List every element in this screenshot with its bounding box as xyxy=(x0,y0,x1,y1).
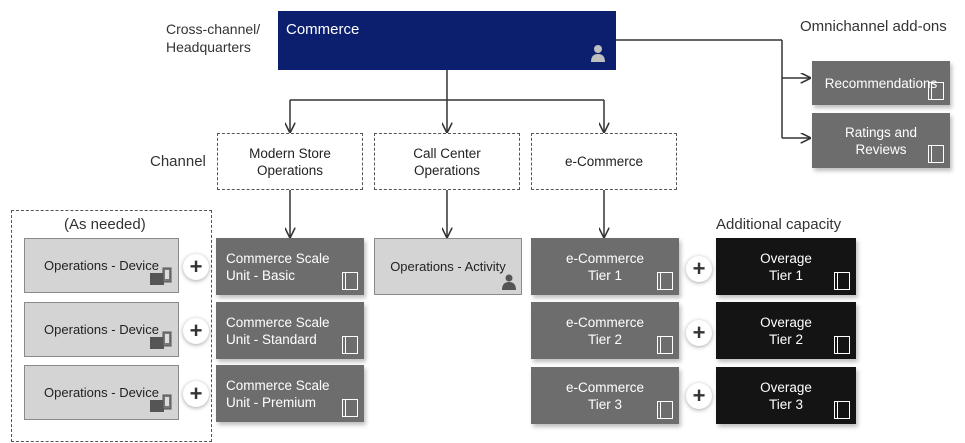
operations-device-2: Operations - Device xyxy=(24,302,179,357)
device-icon xyxy=(150,394,172,412)
book-icon xyxy=(342,272,358,290)
channel-label: Channel xyxy=(150,153,206,170)
person-icon xyxy=(502,274,516,290)
ecommerce-tier-1: e-Commerce Tier 1 xyxy=(531,238,679,295)
scale-unit-premium: Commerce Scale Unit - Premium xyxy=(216,365,364,422)
overage-tier-1: Overage Tier 1 xyxy=(716,238,856,295)
addon-label: Ratings and Reviews xyxy=(844,124,918,157)
person-icon xyxy=(591,45,605,62)
operations-device-3: Operations - Device xyxy=(24,365,179,420)
book-icon xyxy=(657,336,673,354)
channel-ecommerce: e-Commerce xyxy=(531,133,677,190)
addon-ratings-reviews: Ratings and Reviews xyxy=(812,113,950,168)
scale-unit-label: Commerce Scale Unit - Standard xyxy=(226,314,330,347)
overage-tier-3: Overage Tier 3 xyxy=(716,367,856,424)
scale-unit-basic: Commerce Scale Unit - Basic xyxy=(216,238,364,295)
commerce-box: Commerce xyxy=(278,11,616,70)
tier-label: e-Commerce Tier 2 xyxy=(565,314,644,347)
plus-icon: + xyxy=(686,256,712,282)
ecommerce-tier-3: e-Commerce Tier 3 xyxy=(531,367,679,424)
channel-modern-store: Modern Store Operations xyxy=(217,133,363,190)
overage-label: Overage Tier 1 xyxy=(760,250,812,283)
scale-unit-standard: Commerce Scale Unit - Standard xyxy=(216,302,364,359)
operations-activity: Operations - Activity xyxy=(374,238,522,295)
device-label: Operations - Device xyxy=(44,322,159,337)
tier-label: e-Commerce Tier 3 xyxy=(565,379,644,412)
book-icon xyxy=(342,336,358,354)
book-icon xyxy=(342,399,358,417)
overage-label: Overage Tier 2 xyxy=(760,314,812,347)
device-label: Operations - Device xyxy=(44,385,159,400)
scale-unit-label: Commerce Scale Unit - Premium xyxy=(226,377,330,410)
device-icon xyxy=(150,267,172,285)
addon-recommendations: Recommendations xyxy=(812,61,950,105)
channel-label: Call Center Operations xyxy=(413,145,481,178)
plus-icon: + xyxy=(686,383,712,409)
overage-tier-2: Overage Tier 2 xyxy=(716,302,856,359)
book-icon xyxy=(928,145,944,163)
plus-icon: + xyxy=(183,318,209,344)
cross-channel-label: Cross-channel/ Headquarters xyxy=(166,21,261,55)
plus-icon: + xyxy=(183,381,209,407)
channel-call-center: Call Center Operations xyxy=(374,133,520,190)
book-icon xyxy=(834,272,850,290)
commerce-title: Commerce xyxy=(286,21,360,38)
scale-unit-label: Commerce Scale Unit - Basic xyxy=(226,250,330,283)
plus-icon: + xyxy=(686,320,712,346)
activity-label: Operations - Activity xyxy=(390,259,506,274)
plus-icon: + xyxy=(183,254,209,280)
book-icon xyxy=(928,82,944,100)
as-needed-label: (As needed) xyxy=(64,216,146,233)
ecommerce-tier-2: e-Commerce Tier 2 xyxy=(531,302,679,359)
additional-capacity-label: Additional capacity xyxy=(716,216,842,233)
book-icon xyxy=(834,336,850,354)
operations-device-1: Operations - Device xyxy=(24,238,179,293)
device-icon xyxy=(150,331,172,349)
addon-label: Recommendations xyxy=(824,75,938,91)
book-icon xyxy=(657,272,673,290)
device-label: Operations - Device xyxy=(44,258,159,273)
as-needed-group xyxy=(11,210,212,442)
tier-label: e-Commerce Tier 1 xyxy=(565,250,644,283)
book-icon xyxy=(657,401,673,419)
channel-label: e-Commerce xyxy=(564,154,643,169)
book-icon xyxy=(834,401,850,419)
channel-label: Modern Store Operations xyxy=(249,145,331,178)
omnichannel-label: Omnichannel add-ons xyxy=(800,18,947,35)
overage-label: Overage Tier 3 xyxy=(760,379,812,412)
